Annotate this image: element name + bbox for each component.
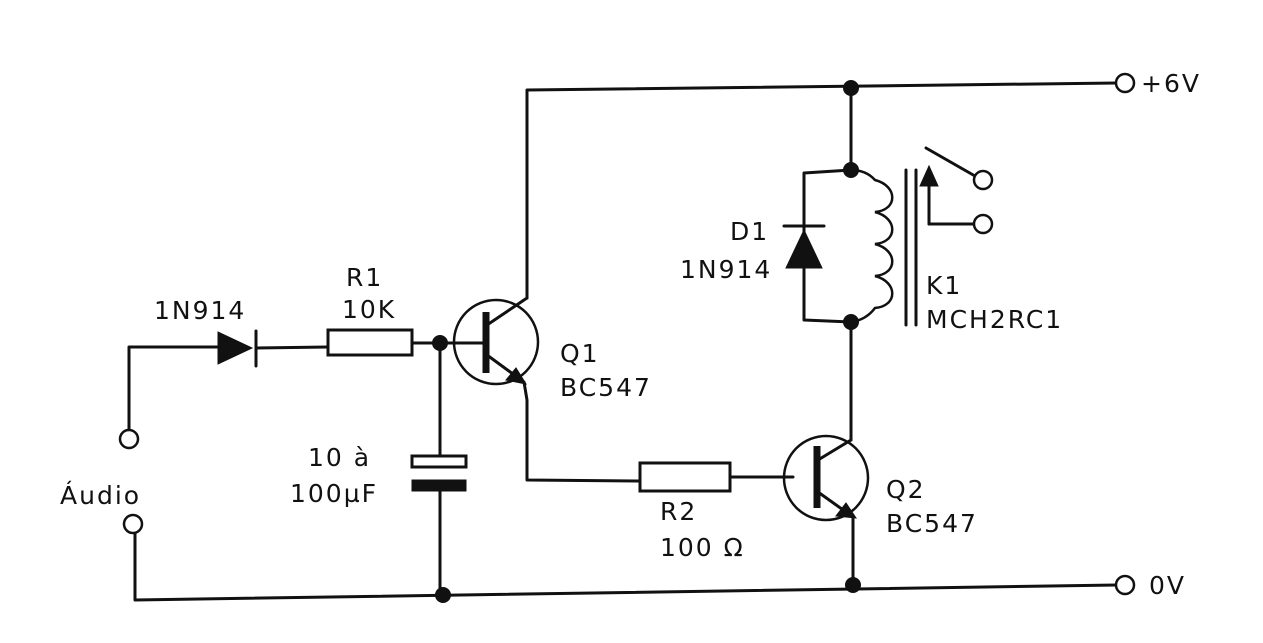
relay-k1-coil	[850, 168, 918, 327]
capacitor-value-line1: 10 à	[308, 443, 371, 472]
flyback-diode-d1	[782, 168, 853, 324]
r1-value-label: 10K	[342, 295, 396, 324]
junction-dot	[843, 162, 859, 178]
d1-part-label: 1N914	[680, 255, 772, 284]
ground-rail-wire	[133, 528, 1119, 602]
r2-ref-label: R2	[660, 497, 697, 526]
audio-input-terminal-bottom[interactable]	[122, 513, 144, 535]
q2-ref-label: Q2	[886, 475, 926, 504]
junction-dot	[435, 587, 451, 603]
d1-ref-label: D1	[730, 217, 769, 246]
k1-part-label: MCH2RC1	[926, 305, 1063, 334]
q1-part-label: BC547	[560, 373, 652, 402]
resistor-r1	[326, 328, 414, 357]
audio-input-label: Áudio	[60, 481, 141, 510]
supply-positive-terminal[interactable]	[1114, 72, 1136, 94]
junction-dot	[843, 80, 859, 96]
supply-ground-terminal[interactable]	[1114, 574, 1136, 596]
q2-part-label: BC547	[886, 509, 978, 538]
transistor-q2	[782, 320, 870, 587]
q1-ref-label: Q1	[560, 339, 600, 368]
supply-positive-label: +6V	[1141, 69, 1201, 98]
resistor-r2	[638, 461, 732, 493]
input-diode	[217, 329, 330, 368]
r1-ref-label: R1	[346, 263, 383, 292]
positive-rail-wire	[525, 81, 1119, 187]
relay-k1-contacts	[919, 146, 994, 235]
capacitor	[410, 341, 468, 597]
supply-ground-label: 0V	[1149, 571, 1186, 600]
k1-ref-label: K1	[926, 271, 962, 300]
junction-dot	[843, 314, 859, 330]
r2-value-label: 100 Ω	[660, 533, 745, 562]
capacitor-value-line2: 100µF	[290, 479, 378, 508]
junction-dot	[845, 577, 861, 593]
audio-input-terminal-top[interactable]	[118, 428, 140, 450]
junction-dot	[432, 335, 448, 351]
input-diode-label: 1N914	[154, 296, 246, 325]
transistor-q1	[452, 183, 642, 483]
input-wire-top	[127, 345, 220, 431]
